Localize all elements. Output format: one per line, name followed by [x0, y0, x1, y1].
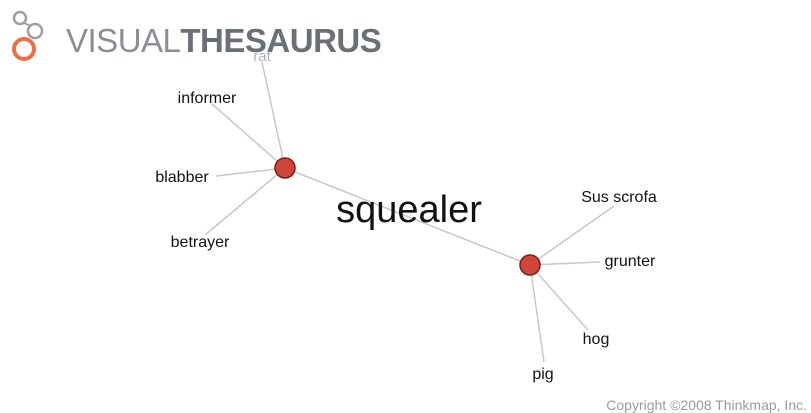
edge-hog	[529, 264, 589, 331]
word-hog[interactable]: hog	[583, 331, 610, 348]
edge-rat	[261, 61, 286, 169]
graph-edges	[204, 61, 615, 363]
edge-sus-scrofa	[529, 205, 615, 266]
meaning-node-pig[interactable]	[519, 254, 541, 276]
word-sus-scrofa[interactable]: Sus scrofa	[581, 189, 657, 206]
word-rat[interactable]: rat	[253, 48, 271, 65]
copyright-notice: Copyright ©2008 Thinkmap, Inc.	[606, 397, 807, 413]
logo-text-light: VISUAL	[66, 22, 181, 59]
logo-text-bold: THESAURUS	[180, 22, 382, 59]
word-blabber[interactable]: blabber	[155, 169, 209, 186]
logo-circles-icon	[12, 10, 44, 61]
logo-wordmark: VISUALTHESAURUS	[66, 22, 382, 60]
edge-betrayer	[204, 167, 286, 236]
meaning-node-informer[interactable]	[274, 157, 296, 179]
visual-thesaurus-logo: VISUALTHESAURUS	[6, 8, 406, 68]
edge-center-left	[284, 167, 531, 266]
word-betrayer[interactable]: betrayer	[171, 234, 230, 251]
edge-grunter	[529, 261, 601, 266]
edge-blabber	[215, 167, 286, 177]
word-pig[interactable]: pig	[532, 366, 553, 383]
word-informer[interactable]: informer	[178, 90, 237, 107]
center-word[interactable]: squealer	[336, 189, 482, 231]
edge-informer	[211, 103, 286, 169]
edge-pig	[529, 264, 545, 363]
word-grunter[interactable]: grunter	[605, 253, 656, 270]
